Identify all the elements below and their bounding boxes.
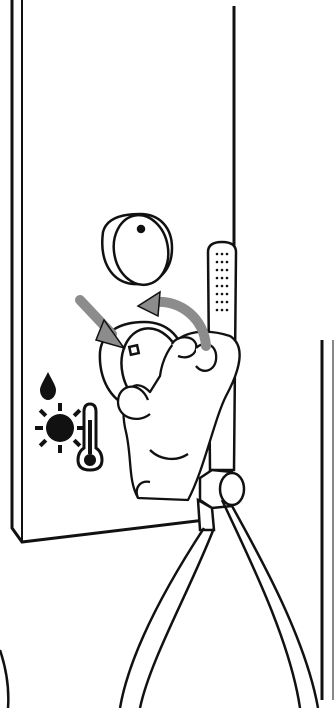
- shower-holder-bracket: [198, 470, 244, 530]
- push-arrow: [80, 300, 124, 348]
- sun-icon: [35, 403, 85, 453]
- water-drop-icon: [40, 372, 56, 400]
- thermometer-icon: [78, 404, 102, 470]
- side-wall: [322, 340, 333, 700]
- shower-hose: [0, 500, 318, 708]
- upper-control-knob: [102, 211, 173, 289]
